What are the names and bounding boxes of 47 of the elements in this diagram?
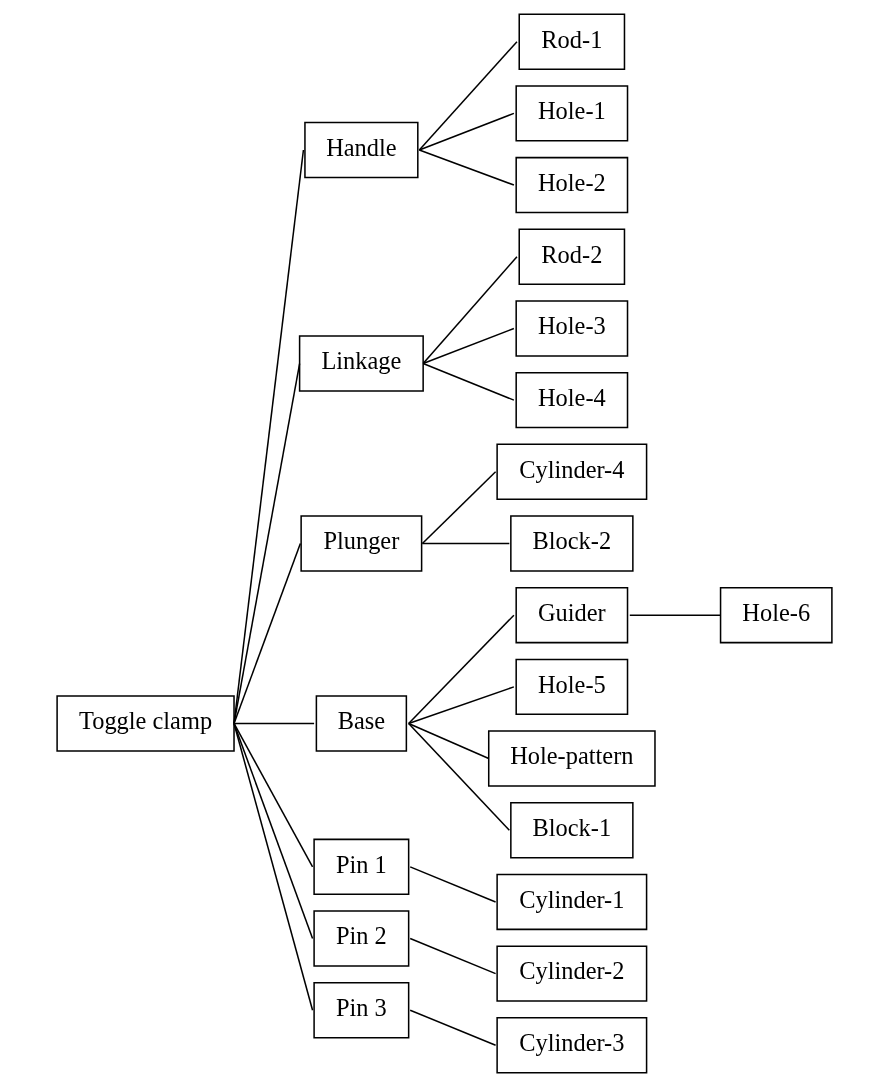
node-box: Pin 2 — [312, 910, 409, 967]
node-box: Guider — [514, 586, 628, 644]
connector — [232, 722, 313, 940]
node-box: Pin 3 — [312, 982, 409, 1039]
connector — [421, 327, 515, 365]
connector — [418, 112, 515, 151]
connector — [407, 686, 515, 725]
connector — [232, 722, 313, 868]
connector — [407, 614, 515, 725]
connector — [421, 471, 496, 545]
node-box: Base — [315, 695, 407, 752]
node-box: Hole-6 — [719, 586, 833, 644]
node-box: Hole-4 — [514, 371, 628, 429]
connector — [232, 542, 301, 725]
node-box: Hole-3 — [514, 300, 628, 357]
connector — [421, 362, 515, 401]
connector — [407, 722, 510, 831]
node-box: Cylinder-1 — [495, 873, 647, 931]
node-box: Linkage — [298, 335, 424, 392]
node-box: Hole-2 — [514, 156, 628, 214]
node-box: Cylinder-3 — [495, 1017, 647, 1074]
node-box: Toggle clamp — [55, 695, 235, 752]
connector — [408, 937, 496, 975]
node-box: Hole-pattern — [487, 730, 656, 787]
connector — [418, 149, 515, 186]
connector — [407, 722, 489, 760]
connector — [408, 866, 496, 903]
connector — [418, 40, 518, 151]
node-box: Rod-1 — [517, 13, 625, 70]
node-box: Hole-1 — [514, 85, 628, 142]
connector — [421, 542, 510, 545]
node-box: Pin 1 — [312, 838, 409, 896]
connector — [232, 722, 313, 1011]
connector — [408, 1009, 496, 1047]
node-box: Block-1 — [509, 802, 634, 859]
node-box: Cylinder-2 — [495, 945, 647, 1002]
connector — [232, 149, 304, 725]
node-box: Handle — [303, 121, 419, 179]
node-box: Plunger — [299, 515, 422, 572]
node-box: Rod-2 — [517, 228, 625, 285]
connector — [421, 256, 518, 365]
node-box: Hole-5 — [514, 658, 628, 716]
node-box: Cylinder-4 — [495, 443, 647, 501]
connector — [628, 614, 721, 616]
connector — [232, 722, 315, 725]
node-box: Block-2 — [509, 515, 634, 572]
connector — [232, 362, 300, 725]
